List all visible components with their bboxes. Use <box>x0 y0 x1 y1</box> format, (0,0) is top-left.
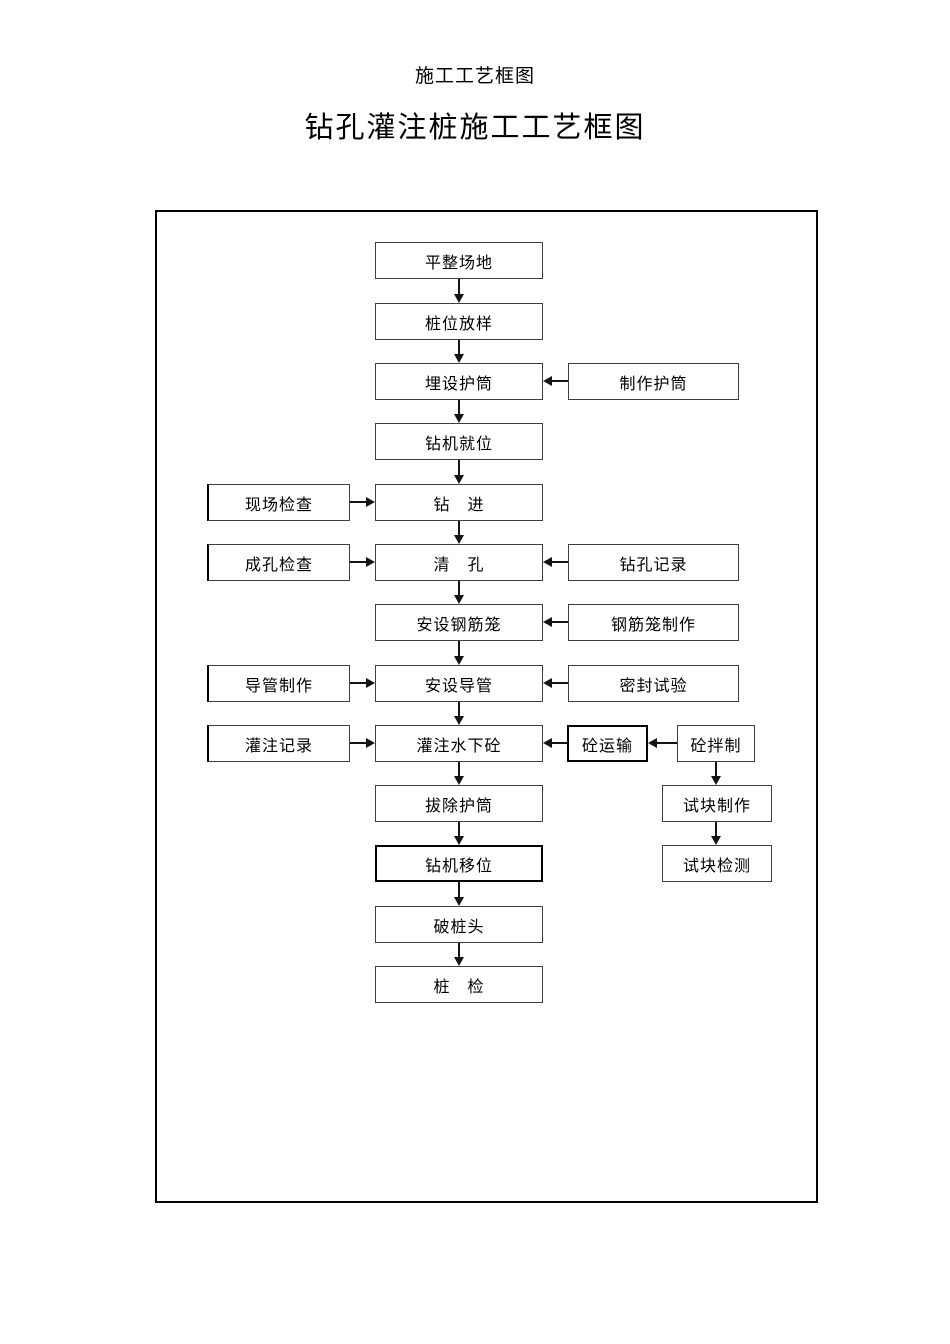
arrow-pour-concrete-to-remove-casing <box>454 762 464 785</box>
node-concrete-transport: 砼运输 <box>567 725 648 762</box>
flowchart-frame: 平整场地 桩位放样 埋设护筒 钻机就位 钻 进 清 孔 安设钢筋笼 安设导管 灌… <box>155 210 818 1203</box>
node-pour-underwater-concrete: 灌注水下砼 <box>375 725 543 762</box>
arrow-clean-hole-to-install-rebar-cage <box>454 581 464 604</box>
node-drilling: 钻 进 <box>375 484 543 521</box>
node-rebar-cage-fabrication: 钢筋笼制作 <box>568 604 739 641</box>
page-title: 钻孔灌注桩施工工艺框图 <box>304 112 646 144</box>
arrow-pile-layout-to-bury-casing <box>454 340 464 363</box>
page-subtitle: 施工工艺框图 <box>414 66 535 87</box>
node-remove-casing: 拔除护筒 <box>375 785 543 822</box>
arrow-make-casing-to-bury-casing <box>543 376 568 386</box>
arrow-rig-relocation-to-break-pile-head <box>454 882 464 906</box>
node-clean-hole: 清 孔 <box>375 544 543 581</box>
arrow-concrete-mixing-to-concrete-transport <box>648 738 677 748</box>
arrow-seal-test-to-install-conduit <box>543 678 568 688</box>
arrow-conduit-fabrication-to-install-conduit <box>350 678 375 688</box>
node-level-site: 平整场地 <box>375 242 543 279</box>
arrow-concrete-mixing-to-test-block-making <box>711 762 721 785</box>
arrow-drilling-record-to-clean-hole <box>543 557 568 567</box>
arrow-test-block-making-to-test-block-testing <box>711 822 721 845</box>
node-test-block-making: 试块制作 <box>662 785 772 822</box>
node-site-inspection: 现场检查 <box>207 484 350 521</box>
arrow-concrete-transport-to-pour-concrete <box>543 738 567 748</box>
arrow-break-pile-head-to-pile-inspection <box>454 943 464 966</box>
node-hole-inspection: 成孔检查 <box>207 544 350 581</box>
node-install-conduit: 安设导管 <box>375 665 543 702</box>
node-concrete-mixing: 砼拌制 <box>677 725 755 762</box>
arrow-install-rebar-cage-to-install-conduit <box>454 641 464 665</box>
arrow-drilling-to-clean-hole <box>454 521 464 544</box>
node-drilling-record: 钻孔记录 <box>568 544 739 581</box>
arrow-hole-inspection-to-clean-hole <box>350 557 375 567</box>
arrow-level-site-to-pile-layout <box>454 279 464 303</box>
arrow-pouring-record-to-pour-concrete <box>350 738 375 748</box>
node-conduit-fabrication: 导管制作 <box>207 665 350 702</box>
node-bury-casing: 埋设护筒 <box>375 363 543 400</box>
node-pile-layout: 桩位放样 <box>375 303 543 340</box>
arrow-rebar-cage-fabrication-to-install-rebar-cage <box>543 617 568 627</box>
node-break-pile-head: 破桩头 <box>375 906 543 943</box>
arrow-bury-casing-to-rig-in-place <box>454 400 464 423</box>
node-test-block-testing: 试块检测 <box>662 845 772 882</box>
arrow-site-inspection-to-drilling <box>350 497 375 507</box>
node-rig-relocation: 钻机移位 <box>375 845 543 882</box>
node-seal-test: 密封试验 <box>568 665 739 702</box>
node-pouring-record: 灌注记录 <box>207 725 350 762</box>
node-rig-in-place: 钻机就位 <box>375 423 543 460</box>
arrow-rig-in-place-to-drilling <box>454 460 464 484</box>
node-pile-inspection: 桩 检 <box>375 966 543 1003</box>
node-make-casing: 制作护筒 <box>568 363 739 400</box>
arrow-remove-casing-to-rig-relocation <box>454 822 464 845</box>
arrow-install-conduit-to-pour-concrete <box>454 702 464 725</box>
node-install-rebar-cage: 安设钢筋笼 <box>375 604 543 641</box>
